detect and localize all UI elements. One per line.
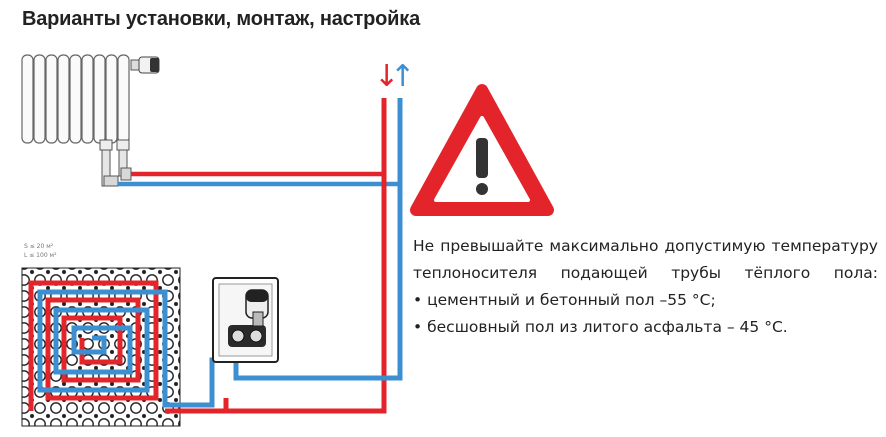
warning-list: цементный и бетонный пол –55 °С; бесшовн…	[413, 287, 878, 341]
area-label: S ≤ 20 м²	[24, 243, 54, 250]
page-title: Варианты установки, монтаж, настройка	[22, 8, 421, 30]
length-label: L ≤ 100 м²	[24, 252, 57, 259]
floor-loop-supply	[28, 280, 159, 411]
return-riser	[233, 98, 403, 381]
floor-supply-link	[165, 398, 229, 414]
supply-arrow-icon: ↓	[374, 59, 399, 94]
warning-text: Не превышайте максимально допустимую тем…	[413, 237, 878, 282]
floor-control-unit	[212, 277, 279, 363]
warning-item-cement: цементный и бетонный пол –55 °С;	[413, 287, 878, 314]
warning-note: Не превышайте максимально допустимую тем…	[413, 233, 878, 341]
floor-loop-return	[37, 289, 226, 408]
return-arrow-icon: ↑	[390, 59, 415, 94]
radiator	[21, 54, 132, 144]
warning-triangle-icon	[410, 84, 554, 216]
thermostatic-head-icon	[130, 56, 160, 74]
warning-item-asphalt: бесшовный пол из литого асфальта – 45 °С…	[413, 314, 878, 341]
floor-heating-area: S ≤ 20 м² L ≤ 100 м²	[21, 243, 229, 427]
radiator-valves	[99, 139, 132, 187]
